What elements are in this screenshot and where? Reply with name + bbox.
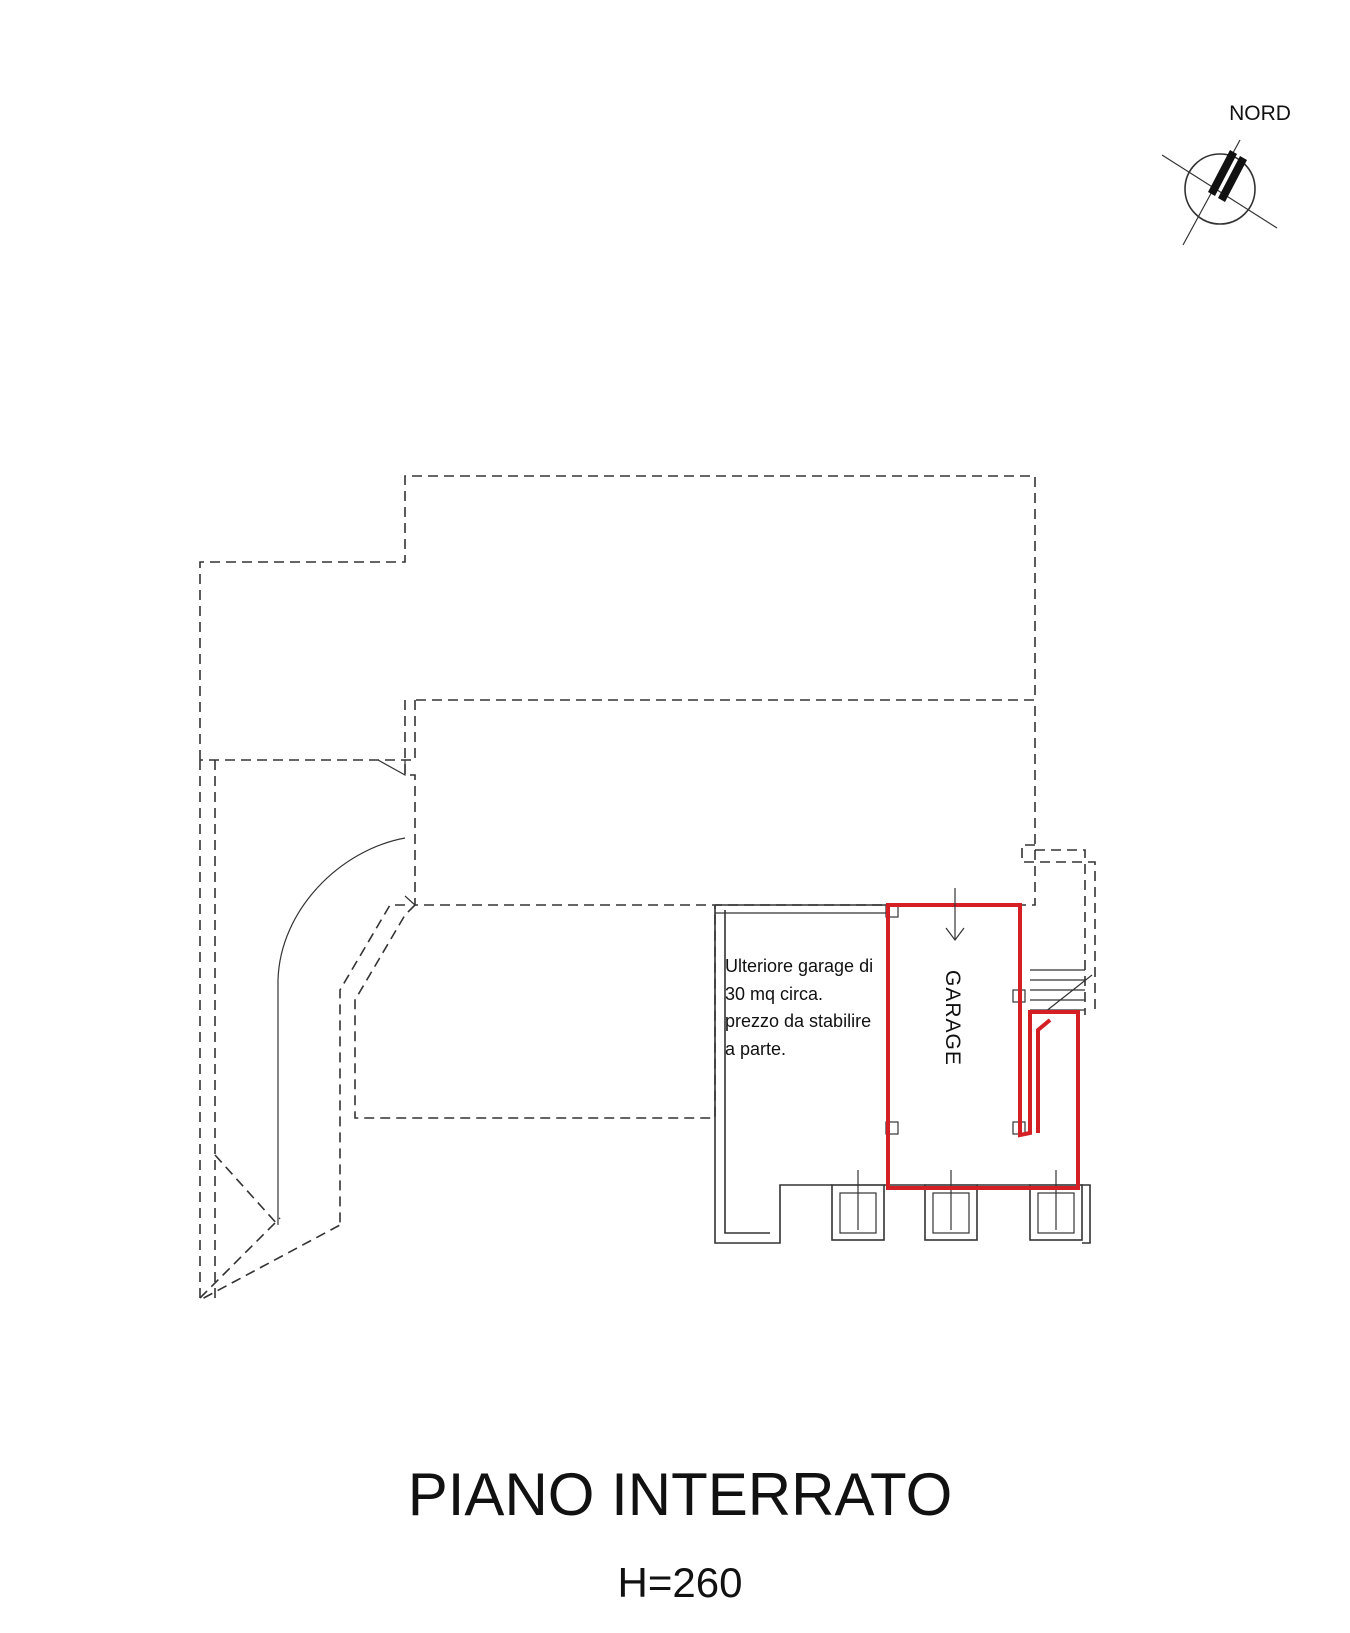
additional-garage-room: [714, 904, 1091, 1244]
door-mark: [404, 895, 416, 906]
height-label: H=260: [618, 1559, 743, 1606]
compass-axis-a: [1161, 154, 1278, 229]
ramp-curve: [277, 837, 406, 1225]
garage-note: Ulteriore garage di 30 mq circa. prezzo …: [725, 956, 873, 1059]
page-title: PIANO INTERRATO: [408, 1461, 953, 1528]
building-outline: [199, 475, 1096, 1302]
note-line: prezzo da stabilire: [725, 1011, 871, 1031]
compass-circle: [1184, 153, 1256, 225]
north-compass: NORD: [1161, 102, 1291, 246]
garage-label: GARAGE: [941, 970, 964, 1066]
stairs: [1030, 969, 1093, 1013]
note-line: Ulteriore garage di: [725, 956, 873, 976]
garage-highlight: [886, 903, 1080, 1190]
entry-arrow-icon: [945, 888, 965, 941]
garage-highlight-inner: [1036, 1018, 1052, 1133]
north-label: NORD: [1229, 102, 1291, 125]
note-line: a parte.: [725, 1039, 786, 1059]
light-wells: [831, 1170, 1083, 1241]
door-mark: [377, 759, 406, 777]
note-line: 30 mq circa.: [725, 984, 823, 1004]
north-arrow-icon: [1208, 150, 1247, 202]
